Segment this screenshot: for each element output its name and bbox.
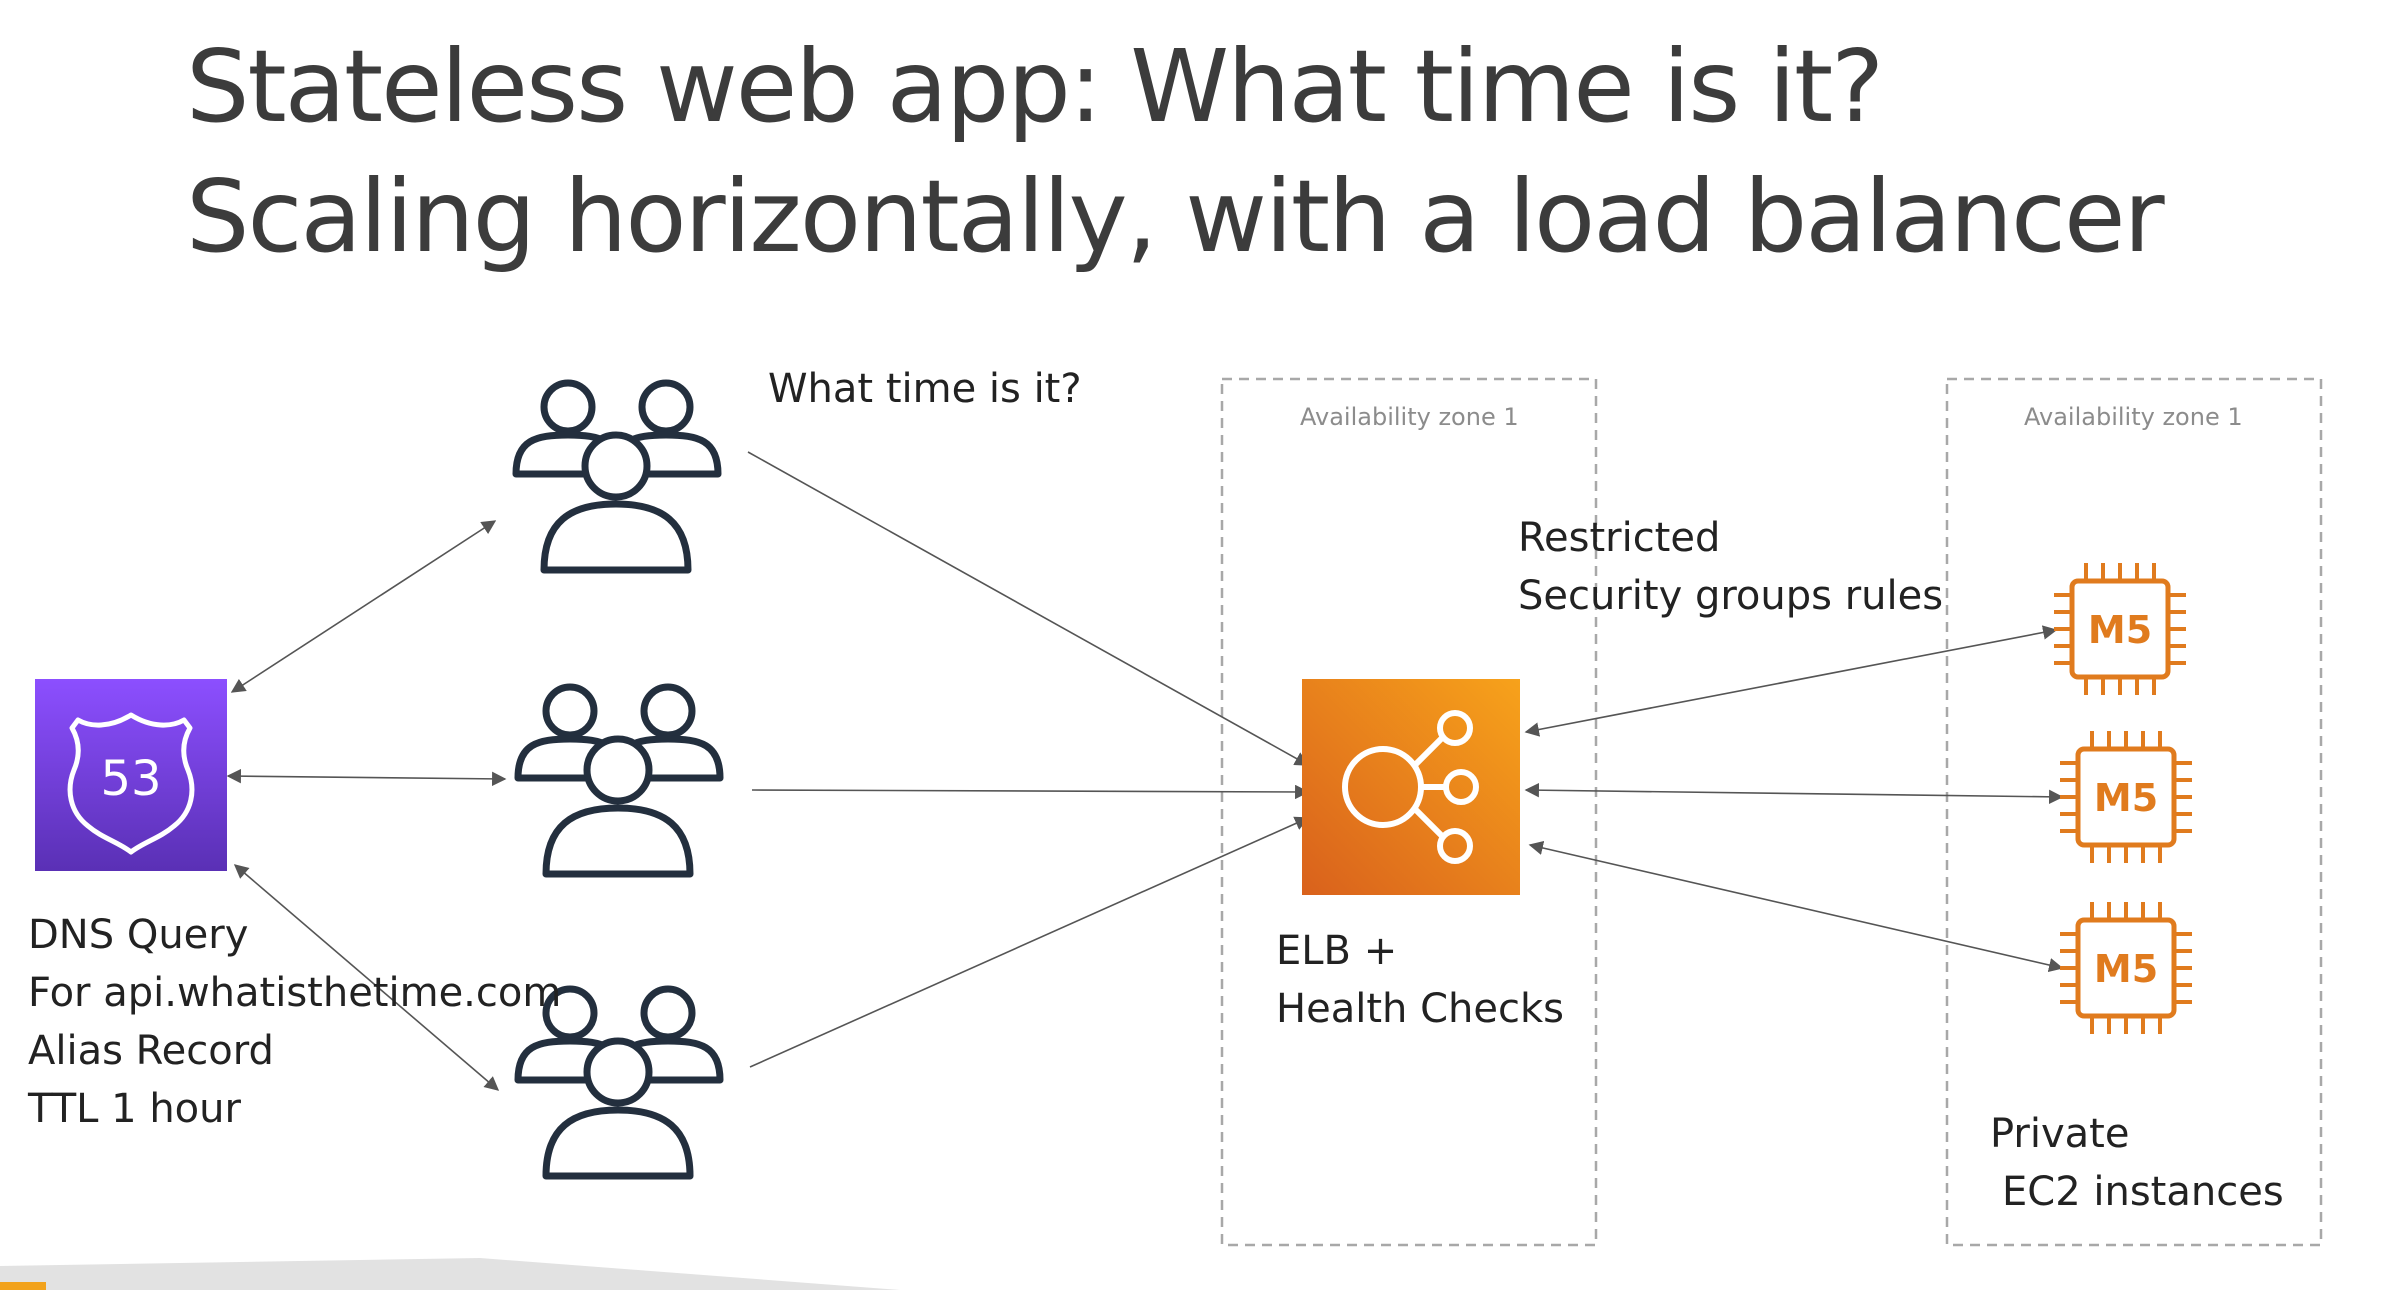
arrow-dns-user-bottom <box>233 864 500 1091</box>
bottom-decorative-bar <box>0 1258 900 1290</box>
ec2-instance-chip-icon: M5 <box>2054 563 2186 695</box>
slide-title-line-2: Scaling horizontally, with a load balanc… <box>186 158 2165 275</box>
arrow-elb-ec2-middle <box>1524 782 2064 805</box>
security-label-line-1: Restricted <box>1518 515 1721 561</box>
users-group-icon <box>514 985 724 1180</box>
availability-zone-label-elb: Availability zone 1 <box>1300 403 1519 431</box>
arrow-elb-ec2-bottom <box>1528 840 2064 973</box>
arrow-dns-user-middle <box>226 768 507 787</box>
users-group-icon <box>512 379 722 574</box>
arrow-user-bottom-elb <box>749 816 1310 1068</box>
instances-label-line-2: EC2 instances <box>2002 1169 2284 1215</box>
availability-zone-box-elb <box>1220 377 1598 1247</box>
request-label: What time is it? <box>768 366 1082 412</box>
arrow-elb-ec2-top <box>1524 625 2058 737</box>
elb-label-line-2: Health Checks <box>1276 986 1564 1032</box>
elastic-load-balancer-icon <box>1302 679 1520 895</box>
dns-label-line-4: TTL 1 hour <box>28 1086 241 1132</box>
dns-label-line-2: For api.whatisthetime.com <box>28 970 562 1016</box>
ec2-instance-label: M5 <box>2094 947 2158 991</box>
instances-label-line-1: Private <box>1990 1111 2130 1157</box>
route53-shield-icon: 53 <box>35 679 227 871</box>
arrow-dns-user-top <box>230 520 497 693</box>
arrow-user-top-elb <box>747 451 1310 766</box>
elb-label-line-1: ELB + <box>1276 928 1398 974</box>
slide-title-line-1: Stateless web app: What time is it? <box>186 28 1884 145</box>
route53-icon-number: 53 <box>100 751 161 807</box>
ec2-instance-chip-icon: M5 <box>2060 902 2192 1034</box>
arrow-user-middle-elb <box>751 784 1310 800</box>
bottom-accent-bar <box>0 1282 46 1290</box>
ec2-instance-label: M5 <box>2094 776 2158 820</box>
ec2-instance-chip-icon: M5 <box>2060 731 2192 863</box>
dns-label-line-3: Alias Record <box>28 1028 274 1074</box>
ec2-instance-label: M5 <box>2088 608 2152 652</box>
security-label-line-2: Security groups rules <box>1518 573 1944 619</box>
users-group-icon <box>514 683 724 878</box>
availability-zone-box-ec2 <box>1945 377 2323 1247</box>
availability-zone-label-ec2: Availability zone 1 <box>2024 403 2243 431</box>
dns-label-line-1: DNS Query <box>28 912 249 958</box>
